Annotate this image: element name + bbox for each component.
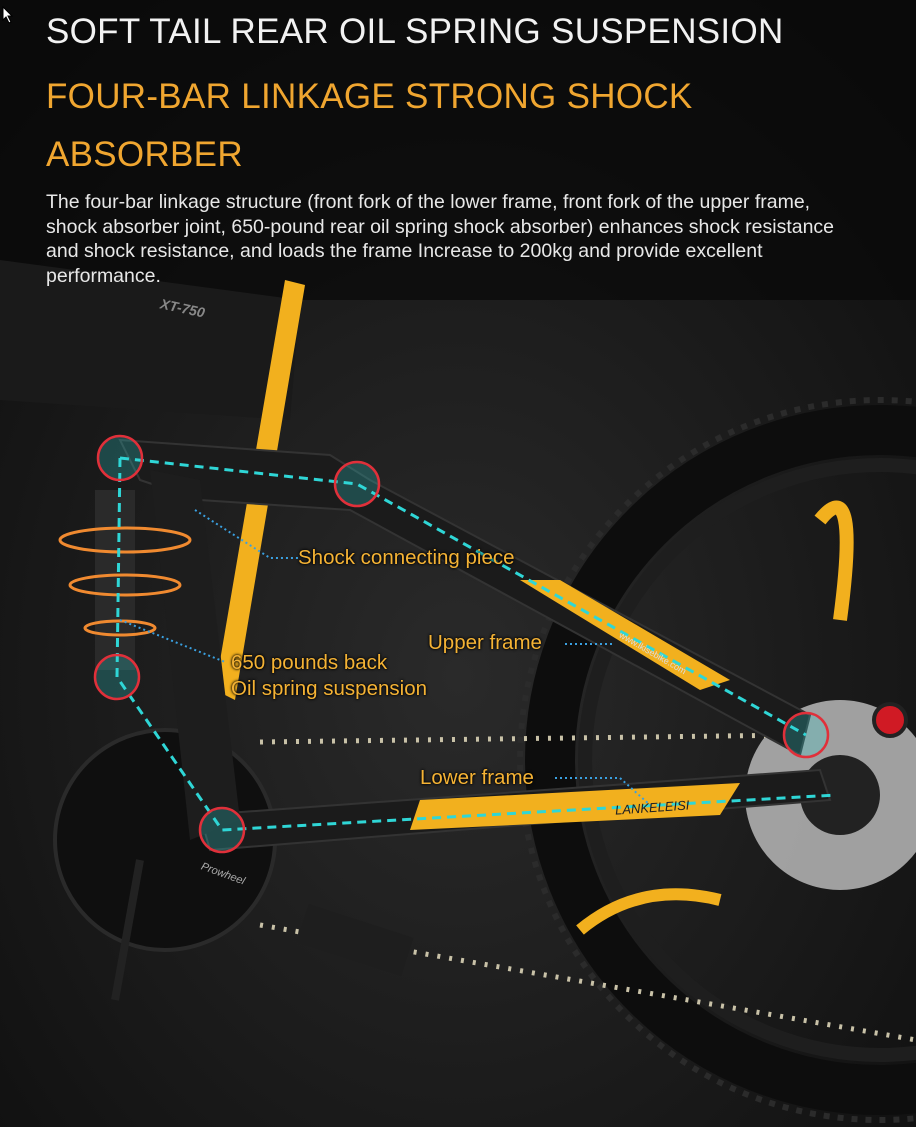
page-title: SOFT TAIL REAR OIL SPRING SUSPENSION — [46, 12, 784, 51]
pivot-joints — [93, 434, 830, 854]
label-shock-connecting-piece: Shock connecting piece — [298, 546, 515, 569]
label-suspension-line2: Oil spring suspension — [231, 677, 427, 700]
page-subtitle: FOUR-BAR LINKAGE STRONG SHOCK ABSORBER — [46, 77, 693, 174]
brake-caliper — [872, 702, 908, 738]
description-text: The four-bar linkage structure (front fo… — [46, 191, 835, 287]
rear-wheel — [517, 397, 916, 1123]
four-bar-linkage — [115, 456, 837, 832]
callout-leaders — [119, 509, 651, 806]
label-upper-frame: Upper frame — [428, 631, 542, 654]
label-lower-frame: Lower frame — [420, 766, 534, 789]
mouse-cursor-icon — [2, 6, 14, 24]
label-suspension-line1: 650 pounds back — [231, 651, 388, 674]
